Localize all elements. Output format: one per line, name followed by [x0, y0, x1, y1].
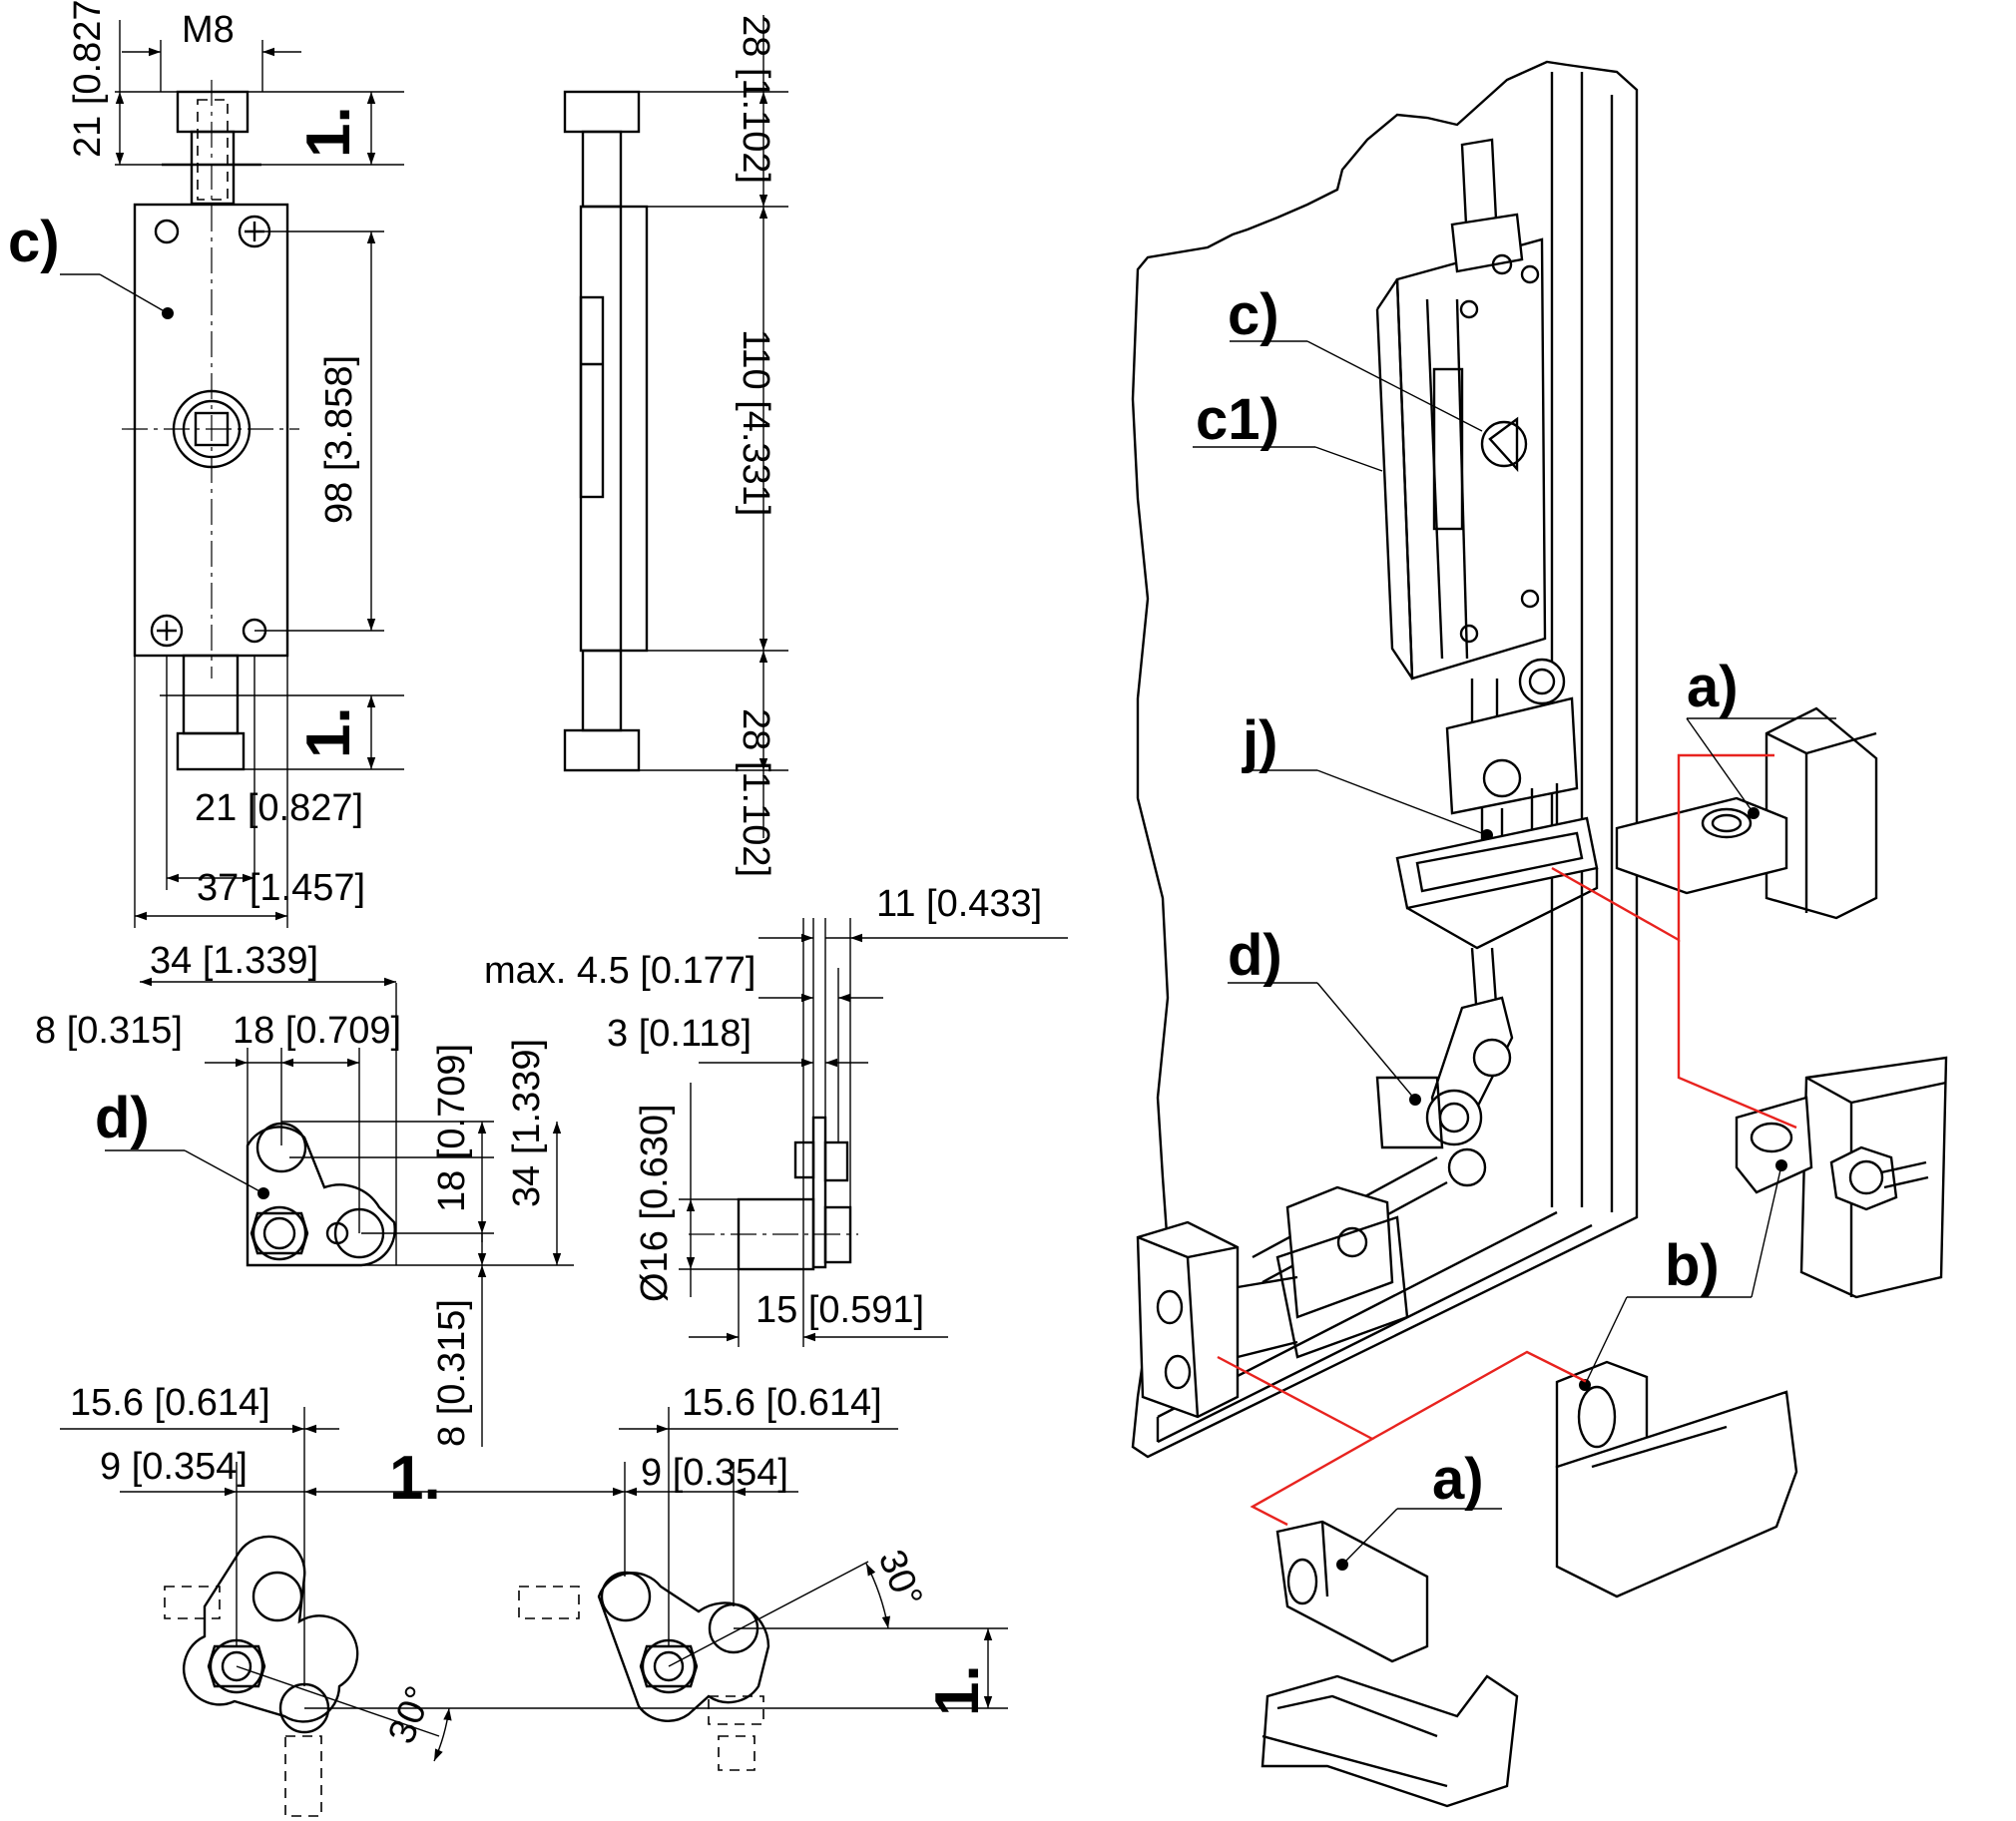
dim-9-left: 9 [0.354] [100, 1446, 248, 1488]
label-b-assembly: b) [1665, 1233, 1720, 1298]
lock-body-front-view [60, 20, 404, 928]
lever-front-view [105, 977, 574, 1447]
step-label-bottom: 1. [294, 706, 363, 758]
dim-110: 110 [4.331] [735, 329, 776, 516]
label-a-top: a) [1687, 655, 1739, 719]
dim-18-horizontal: 18 [0.709] [233, 1010, 401, 1052]
dim-21-horizontal: 21 [0.827] [195, 787, 363, 829]
dim-15-6-left: 15.6 [0.614] [70, 1382, 270, 1424]
label-d-assembly: d) [1228, 923, 1282, 988]
dim-28-bottom: 28 [1.102] [735, 708, 776, 877]
lever-side-view [679, 918, 1068, 1347]
dim-9-right: 9 [0.354] [641, 1452, 788, 1494]
dim-28-top: 28 [1.102] [735, 15, 776, 184]
dim-34-horizontal: 34 [1.339] [150, 940, 318, 982]
dim-15: 15 [0.591] [756, 1289, 924, 1331]
dim-37: 37 [1.457] [197, 867, 365, 909]
label-j-assembly: j) [1242, 709, 1277, 774]
angle-30-right: 30° [870, 1545, 930, 1613]
dim-max-4-5: max. 4.5 [0.177] [484, 950, 756, 992]
label-c-front: c) [8, 210, 60, 274]
lever-positions [60, 1407, 1008, 1817]
dim-98: 98 [3.858] [318, 355, 360, 524]
dim-21-vertical: 21 [0.827] [67, 0, 109, 158]
angle-30-left: 30° [380, 1680, 440, 1749]
lock-body-side-view [563, 15, 788, 838]
dim-3: 3 [0.118] [607, 1013, 752, 1055]
label-a-bottom: a) [1432, 1447, 1484, 1512]
label-c1-assembly: c1) [1196, 387, 1279, 452]
step-label-positions: 1. [389, 1444, 441, 1513]
dim-15-6-right: 15.6 [0.614] [682, 1382, 882, 1424]
label-c-assembly: c) [1228, 282, 1279, 347]
dim-diameter-16: Ø16 [0.630] [634, 1104, 676, 1302]
isometric-assembly [1131, 60, 1948, 1808]
dim-m8: M8 [182, 9, 235, 51]
step-label-top: 1. [294, 106, 363, 158]
label-d-lever: d) [95, 1086, 150, 1150]
dim-34-vertical: 34 [1.339] [506, 1039, 548, 1207]
dim-8-vertical: 8 [0.315] [431, 1299, 473, 1447]
dim-8-horizontal: 8 [0.315] [35, 1010, 183, 1052]
step-label-right-angle: 1. [923, 1664, 992, 1716]
dim-18-vertical: 18 [0.709] [431, 1044, 473, 1212]
dim-11: 11 [0.433] [876, 883, 1042, 925]
